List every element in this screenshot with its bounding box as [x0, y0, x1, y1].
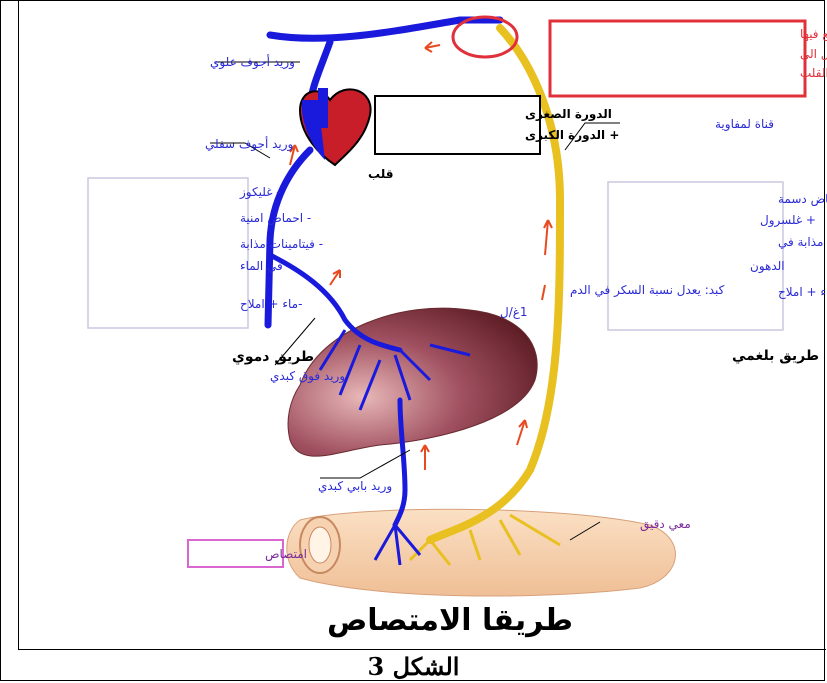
subclavian-note-line1: وريد تحت الترقوة: تتجمع فيها: [800, 27, 827, 42]
liver-note-line1: كبد: يعدل نسبة السكر في الدم: [570, 283, 725, 298]
absorption-label: امتصاص: [265, 547, 307, 562]
small-intestine-label: معي دقيق: [640, 517, 691, 532]
blood-nutrients-box: [88, 178, 248, 328]
heart-label: قلب: [368, 167, 393, 181]
superior-vena-cava-label: وريد أجوف علوي: [210, 54, 295, 70]
lymph-nutrient-5: -ماء + املاح: [778, 285, 827, 299]
lymph-nutrients-box: [608, 182, 783, 330]
blood-nutrient-5: -ماء + املاح: [240, 297, 302, 311]
blood-nutrient-4: في الماء: [240, 259, 283, 273]
subclavian-note-line2: مغذيات الدم و اللمف لتنقل الى: [800, 47, 827, 62]
blood-route-label: طريق دموي: [232, 349, 314, 366]
hepatic-vein-label: وريد فوق كبدي: [270, 369, 345, 384]
inferior-vena-cava-label: وريد أجوف سفلي: [205, 136, 293, 152]
blood-nutrient-3: - فيتامينات مذابة: [240, 237, 323, 251]
lymph-duct-label: قناة لمفاوية: [715, 117, 774, 132]
circulation-line1: الدورة الصغرى: [525, 107, 612, 122]
lymph-nutrient-2: + غلسرول: [760, 213, 816, 228]
absorption-diagram: وريد تحت الترقوة: تتجمع فيها مغذيات الدم…: [0, 0, 827, 650]
subclavian-note-box: [550, 21, 805, 96]
blood-nutrient-2: - احماض امنية: [240, 211, 311, 226]
lymph-nutrient-3: - فيتامينات مذابة في: [778, 235, 827, 249]
figure-caption: الشكل 3: [0, 650, 827, 683]
lymph-nutrient-1: - احماض دسمة: [778, 192, 827, 207]
lymph-nutrient-4: الدهون: [750, 259, 785, 274]
small-intestine-shape: [287, 509, 676, 596]
circulation-line2: + الدورة الكبرى: [525, 128, 619, 143]
lymph-route-label: طريق بلغمي: [732, 348, 819, 364]
blood-nutrient-1: - غليكوز: [239, 185, 281, 200]
diagram-title: طريقا الامتصاص: [327, 603, 573, 638]
liver-note-line2: 1غ/ل: [500, 305, 528, 319]
portal-vein-label: وريد بابي كبدي: [318, 479, 392, 494]
circulation-box: [375, 96, 540, 154]
subclavian-note-line3: القلب: [800, 66, 827, 80]
